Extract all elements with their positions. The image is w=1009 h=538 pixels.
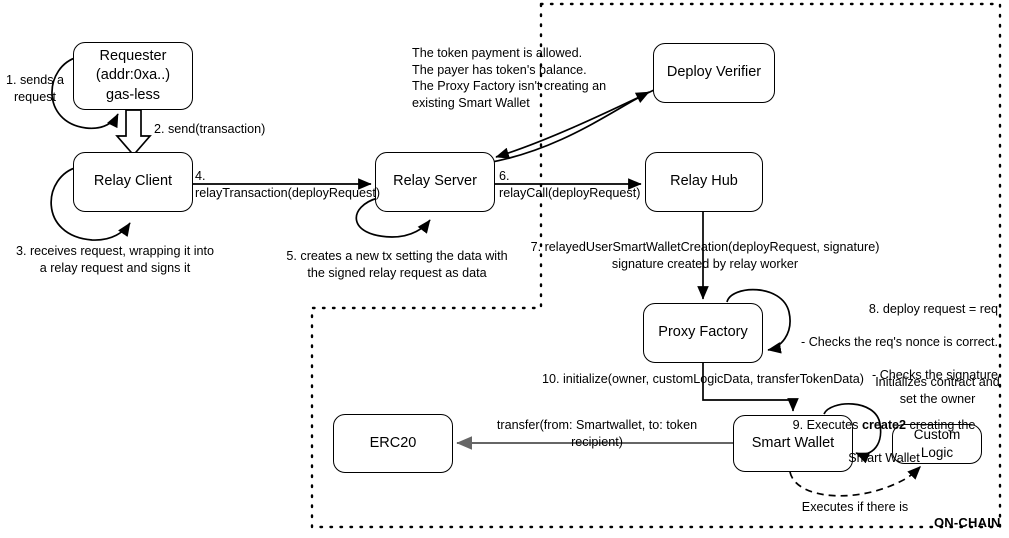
- label-step6: 6. relayCall(deployRequest): [499, 169, 641, 200]
- label-deploy-verifier-note: The token payment is allowed. The payer …: [412, 46, 607, 110]
- node-deploy-verifier[interactable]: Deploy Verifier: [653, 43, 775, 103]
- label-executes-if-there-is: Executes if there is: [801, 500, 909, 514]
- node-relay-server-label: Relay Server: [393, 173, 477, 190]
- label-step8-line2: - Checks the req's nonce is correct.: [801, 334, 998, 349]
- label-transfer: transfer(from: Smartwallet, to: token re…: [496, 418, 698, 449]
- label-step9-create2: create2: [861, 417, 907, 432]
- label-step7: 7. relayedUserSmartWalletCreation(deploy…: [530, 240, 880, 271]
- label-step3: 3. receives request, wrapping it into a …: [15, 244, 215, 275]
- node-proxy-factory-label: Proxy Factory: [658, 324, 748, 341]
- node-erc20-label: ERC20: [369, 434, 417, 451]
- node-relay-client-label: Relay Client: [93, 173, 173, 190]
- label-step4: 4. relayTransaction(deployRequest): [195, 169, 381, 200]
- label-initializes-note: Initializes contract and set the owner: [875, 375, 1000, 406]
- label-step10: 10. initialize(owner, customLogicData, t…: [542, 372, 864, 386]
- node-relay-hub[interactable]: Relay Hub: [645, 152, 763, 212]
- label-step5: 5. creates a new tx setting the data wit…: [286, 249, 508, 280]
- label-step9-post: creating the: [906, 417, 976, 432]
- node-relay-client[interactable]: Relay Client: [73, 152, 193, 212]
- node-deploy-verifier-label: Deploy Verifier: [666, 64, 762, 81]
- label-step1: 1. sends a request: [5, 73, 65, 104]
- label-step2: 2. send(transaction): [154, 122, 266, 136]
- label-step9-pre: 9. Executes: [792, 417, 862, 432]
- label-on-chain: ON-CHAIN: [934, 515, 1001, 530]
- label-step9-line2: Smart Wallet: [848, 451, 920, 466]
- label-step8-line1: 8. deploy request = req: [868, 301, 998, 316]
- node-relay-server[interactable]: Relay Server: [375, 152, 495, 212]
- node-proxy-factory[interactable]: Proxy Factory: [643, 303, 763, 363]
- node-requester-label: Requester (addr:0xa..) gas-less: [95, 48, 171, 103]
- node-erc20[interactable]: ERC20: [333, 414, 453, 473]
- node-relay-hub-label: Relay Hub: [670, 173, 738, 190]
- edge-step2-block-arrow: [115, 109, 152, 157]
- node-requester[interactable]: Requester (addr:0xa..) gas-less: [73, 42, 193, 110]
